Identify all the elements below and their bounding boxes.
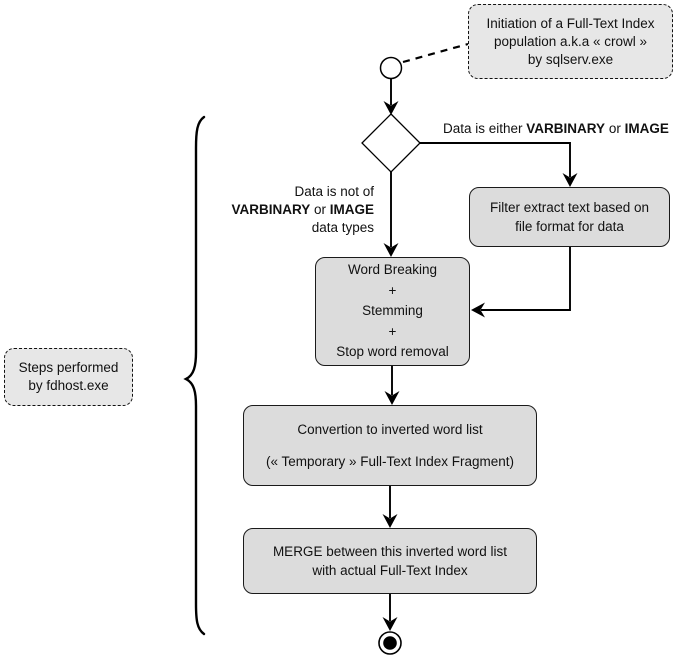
note-initiation-line: by sqlserv.exe	[527, 51, 614, 67]
label-text: or	[310, 202, 330, 217]
edge-label-varbinary-branch: Data is either VARBINARY or IMAGE	[443, 120, 669, 138]
label-bold-image: IMAGE	[624, 121, 669, 136]
activity-line: Stop word removal	[336, 344, 449, 360]
activity-merge: MERGE between this inverted word list wi…	[243, 528, 537, 594]
arrowhead-into-merge	[382, 514, 398, 528]
decision-diamond	[361, 113, 421, 173]
activity-line: +	[388, 323, 397, 339]
edge-label-not-varbinary-branch: Data is not of VARBINARY or IMAGE data t…	[200, 183, 374, 237]
activity-line: +	[388, 282, 397, 298]
activity-line: MERGE between this inverted word list	[272, 544, 508, 559]
activity-filter-extract: Filter extract text based on file format…	[469, 187, 670, 247]
label-bold-image: IMAGE	[329, 202, 374, 217]
label-bold-varbinary: VARBINARY	[231, 202, 311, 217]
note-steps-line: by fdhost.exe	[28, 378, 109, 393]
label-line: VARBINARY or IMAGE	[200, 201, 374, 219]
arrowhead-into-decision	[383, 101, 399, 115]
activity-line: Stemming	[362, 303, 423, 319]
label-line: data types	[311, 220, 374, 235]
activity-line: Convertion to inverted word list	[297, 422, 483, 437]
edge-decision-filter	[420, 142, 571, 177]
activity-line: (« Temporary » Full-Text Index Fragment)	[265, 454, 515, 469]
note-initiation-line: population a.k.a « crowl »	[493, 33, 648, 49]
label-text: or	[605, 121, 625, 136]
end-node-dot	[383, 636, 397, 650]
note-steps-line: Steps performed	[18, 360, 119, 375]
arrowhead-into-conversion	[384, 391, 400, 405]
start-node	[379, 56, 403, 80]
note-steps: Steps performed by fdhost.exe	[4, 348, 133, 406]
activity-conversion: Convertion to inverted word list (« Temp…	[243, 405, 537, 486]
arrowhead-into-wordbreak-right	[471, 302, 485, 318]
arrowhead-into-wordbreak-top	[383, 243, 399, 257]
activity-line: file format for data	[515, 219, 624, 234]
arrowhead-into-filter	[562, 173, 578, 187]
activity-word-breaking: Word Breaking + Stemming + Stop word rem…	[315, 257, 470, 366]
label-bold-varbinary: VARBINARY	[526, 121, 606, 136]
label-line: Data is not of	[294, 184, 374, 199]
note-initiation: Initiation of a Full-Text Index populati…	[468, 4, 673, 79]
note-initiation-line: Initiation of a Full-Text Index	[486, 15, 655, 31]
label-text: Data is either	[443, 121, 527, 136]
note-connector-line	[402, 42, 469, 64]
arrowhead-into-end	[382, 617, 398, 631]
edge-filter-wordbreak	[481, 247, 571, 311]
activity-line: Filter extract text based on	[489, 200, 650, 215]
activity-line: with actual Full-Text Index	[312, 563, 468, 578]
steps-brace	[183, 115, 206, 636]
activity-line: Word Breaking	[347, 262, 438, 278]
